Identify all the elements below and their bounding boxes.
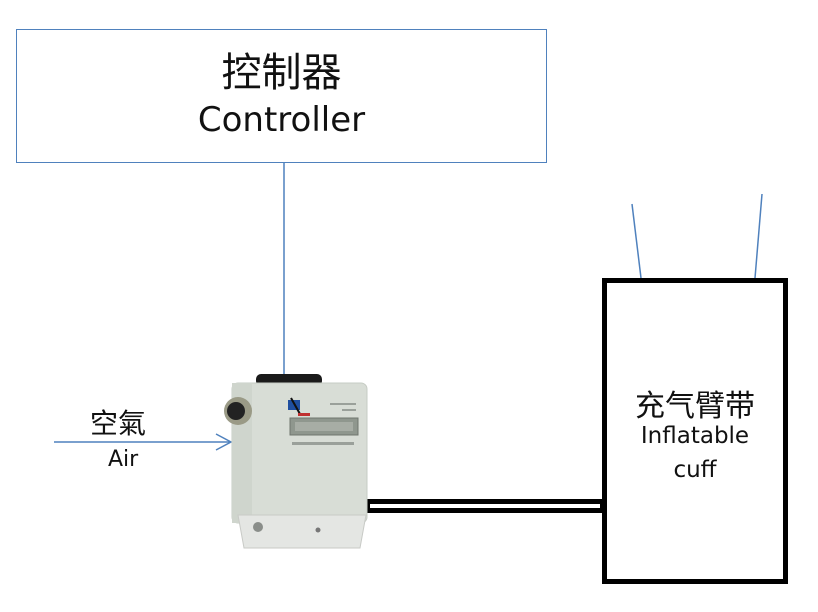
controller-label-cn: 控制器 bbox=[221, 50, 342, 96]
air-input-arrow bbox=[54, 433, 233, 451]
controller-label-en: Controller bbox=[197, 100, 366, 140]
cuff-label-en-line2: cuff bbox=[673, 457, 717, 483]
cuff-label-en-line1: Inflatable bbox=[640, 423, 750, 449]
air-label-cn: 空氣 bbox=[90, 407, 147, 440]
cuff-wire-left bbox=[631, 203, 642, 279]
air-tube bbox=[364, 499, 604, 513]
inflatable-cuff-box: 充气臂带 Inflatable cuff bbox=[602, 278, 788, 584]
controller-box: 控制器 Controller bbox=[16, 29, 547, 163]
cuff-label-cn: 充气臂带 bbox=[635, 389, 755, 424]
device-logo-icon bbox=[288, 397, 310, 416]
cuff-wire-right bbox=[754, 193, 763, 279]
air-label-en: Air bbox=[108, 447, 139, 472]
pressure-regulator-device bbox=[224, 374, 368, 549]
